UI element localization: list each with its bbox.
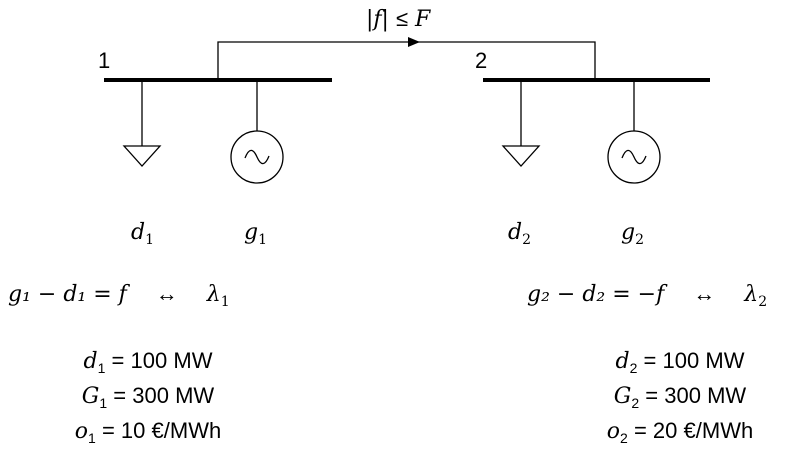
bus-number-2: 2: [475, 48, 488, 73]
param-row: G1 = 300 MW: [81, 383, 215, 411]
bus-2-parameters: d2 = 100 MW G2 = 300 MW o2 = 20 €/MWh: [552, 347, 803, 452]
load-2-icon: [501, 80, 541, 167]
param-row: d1 = 100 MW: [83, 348, 213, 376]
generator-1-icon: [230, 80, 284, 184]
dual-2-label: λ2: [744, 282, 768, 310]
balance-equation-1: g₁ − d₁ = f ↔ λ1: [8, 281, 230, 310]
balance-2-arrow: ↔: [693, 281, 716, 306]
balance-2-text: g₂ − d₂ = −f: [527, 282, 665, 307]
param-row: G2 = 300 MW: [613, 383, 747, 411]
generation-1-label: g1: [244, 220, 268, 248]
balance-1-arrow: ↔: [155, 281, 178, 306]
flow-direction-arrow-icon: [408, 37, 420, 47]
flow-limit-op: ≤: [395, 6, 409, 31]
transmission-line: [217, 41, 596, 80]
param-row: d2 = 100 MW: [615, 348, 745, 376]
balance-equation-2: g₂ − d₂ = −f ↔ λ2: [527, 281, 768, 310]
dual-1-label: λ1: [206, 282, 230, 310]
demand-1-label: d1: [131, 220, 155, 248]
generation-2-label: g2: [621, 220, 645, 248]
generator-2-icon: [607, 80, 661, 184]
param-row: o2 = 20 €/MWh: [606, 418, 754, 446]
flow-limit-rhs: F: [415, 7, 431, 32]
flow-limit-lhs: |f|: [366, 7, 389, 32]
demand-2-label: d2: [508, 220, 532, 248]
flow-limit-label: |f| ≤ F: [366, 8, 430, 31]
load-1-icon: [122, 80, 162, 167]
bus-1-parameters: d1 = 100 MW G1 = 300 MW o1 = 10 €/MWh: [20, 347, 276, 452]
bus-number-1: 1: [98, 48, 111, 73]
balance-1-text: g₁ − d₁ = f: [8, 282, 127, 307]
param-row: o1 = 10 €/MWh: [74, 418, 222, 446]
